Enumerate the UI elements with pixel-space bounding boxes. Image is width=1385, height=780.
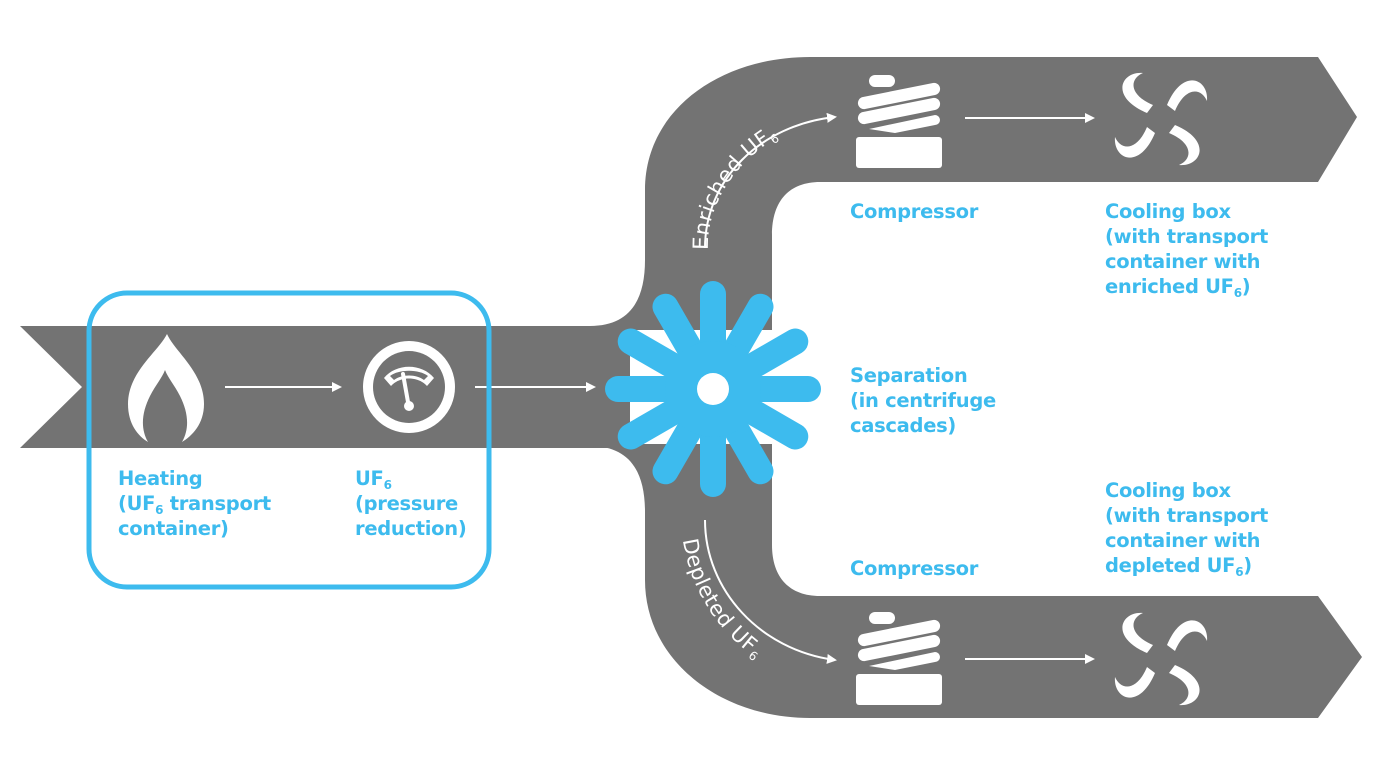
label-line: Cooling box (1105, 200, 1231, 223)
cooling-fan-icon (1114, 612, 1208, 706)
label-line: (UF6 transport (118, 492, 271, 517)
fan-blade (1167, 80, 1208, 111)
fan-blade (1169, 665, 1200, 706)
depleted-flow-arrow (704, 519, 837, 664)
cooling-fan-icon (1114, 72, 1208, 166)
flame-icon (128, 334, 204, 442)
centrifuge-hub (697, 373, 729, 405)
fan-blade (1169, 125, 1200, 166)
label-line: Separation (850, 364, 968, 387)
label-line: (with transport (1105, 504, 1268, 527)
pressure-gauge-icon (363, 341, 455, 433)
enriched-branch-pipe (590, 57, 1357, 330)
centrifuge-icon (605, 281, 821, 497)
depleted-branch-pipe (590, 444, 1362, 718)
label-line: (with transport (1105, 225, 1268, 248)
enriched-flow-arrow (704, 112, 837, 249)
compressor-label-enriched: Compressor (850, 200, 979, 223)
label-line: (pressure (355, 492, 458, 515)
label-line: depleted UF6) (1105, 554, 1252, 579)
label-line: UF6 (355, 467, 392, 492)
compressor-icon (856, 75, 942, 168)
label-line: Cooling box (1105, 479, 1231, 502)
label-line: Heating (118, 467, 203, 490)
fan-blade (1122, 72, 1153, 113)
label-line: reduction) (355, 517, 467, 540)
compressor-label-depleted: Compressor (850, 557, 979, 580)
label-line: (in centrifuge (850, 389, 996, 412)
label-line: cascades) (850, 414, 957, 437)
fan-blade (1114, 127, 1155, 158)
fan-blade (1167, 620, 1208, 651)
label-line: enriched UF6) (1105, 275, 1251, 300)
input-stage-highlight (86, 290, 492, 590)
label-line: container with (1105, 250, 1261, 273)
fan-blade (1114, 667, 1155, 698)
compressor-icon (856, 612, 942, 705)
label-line: container) (118, 517, 229, 540)
label-line: container with (1105, 529, 1261, 552)
fan-blade (1122, 612, 1153, 653)
